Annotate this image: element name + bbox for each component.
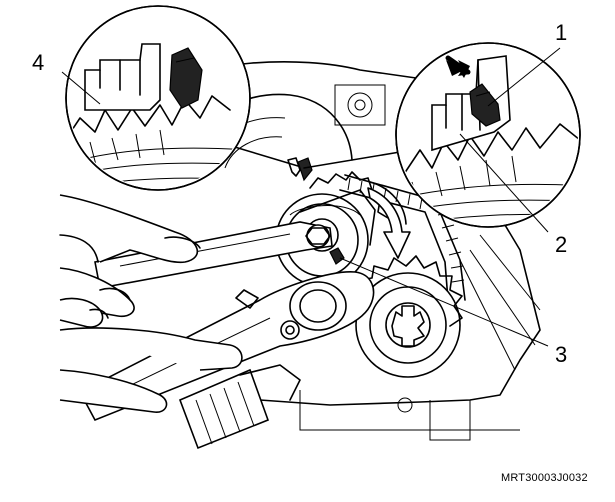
curved-rotation-arrow-icon (367, 181, 411, 259)
timing-belt (339, 174, 466, 301)
hand-upper (59, 194, 201, 264)
crank-sprocket (351, 255, 463, 378)
callout-3: 3 (555, 342, 568, 367)
alignment-mark-center (287, 157, 313, 182)
reference-code: MRT30003J0032 (501, 472, 588, 484)
detail-circle-right (395, 42, 581, 228)
hand-lower (59, 267, 243, 413)
callout-4: 4 (32, 50, 45, 75)
pin-3 (329, 247, 345, 265)
detail-circle-left (65, 5, 251, 191)
callout-1: 1 (555, 20, 568, 45)
ratchet-handle-spring (178, 364, 301, 450)
pointer-arrow-icon (445, 55, 471, 78)
callout-leaders (61, 47, 561, 347)
callout-2: 2 (555, 232, 568, 257)
